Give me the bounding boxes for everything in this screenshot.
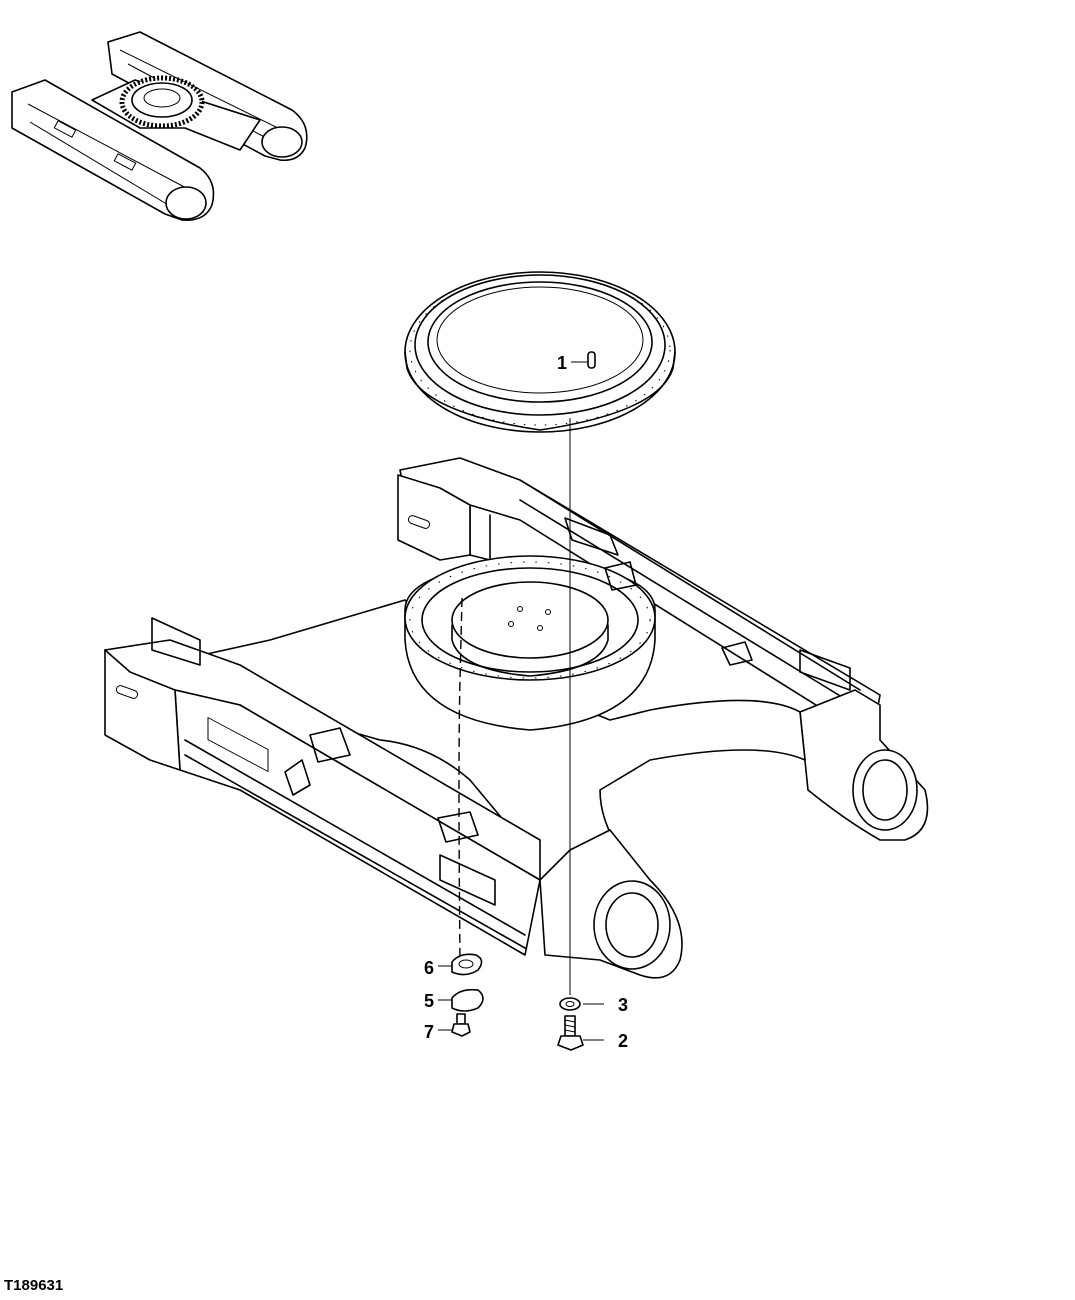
callout-labels: 1 2 3 5 6 7 — [424, 353, 628, 1051]
overview-thumbnail — [11, 31, 308, 222]
alignment-lines — [438, 361, 604, 1041]
bolt-part-2 — [557, 1015, 584, 1051]
callout-label-3: 3 — [618, 995, 628, 1015]
callout-label-2: 2 — [618, 1031, 628, 1051]
bolt-part-7 — [451, 1013, 471, 1037]
callout-label-7: 7 — [424, 1022, 434, 1042]
washer-part-3 — [559, 997, 581, 1011]
plate-part-5 — [451, 988, 484, 1012]
callout-label-5: 5 — [424, 991, 434, 1011]
callout-label-1: 1 — [557, 353, 567, 373]
track-frame — [104, 457, 929, 979]
dowel-pin — [587, 351, 596, 369]
shim-part-6 — [451, 953, 483, 976]
callout-label-6: 6 — [424, 958, 434, 978]
figure-id: T189631 — [4, 1277, 64, 1294]
swing-bearing-ring — [404, 271, 676, 433]
